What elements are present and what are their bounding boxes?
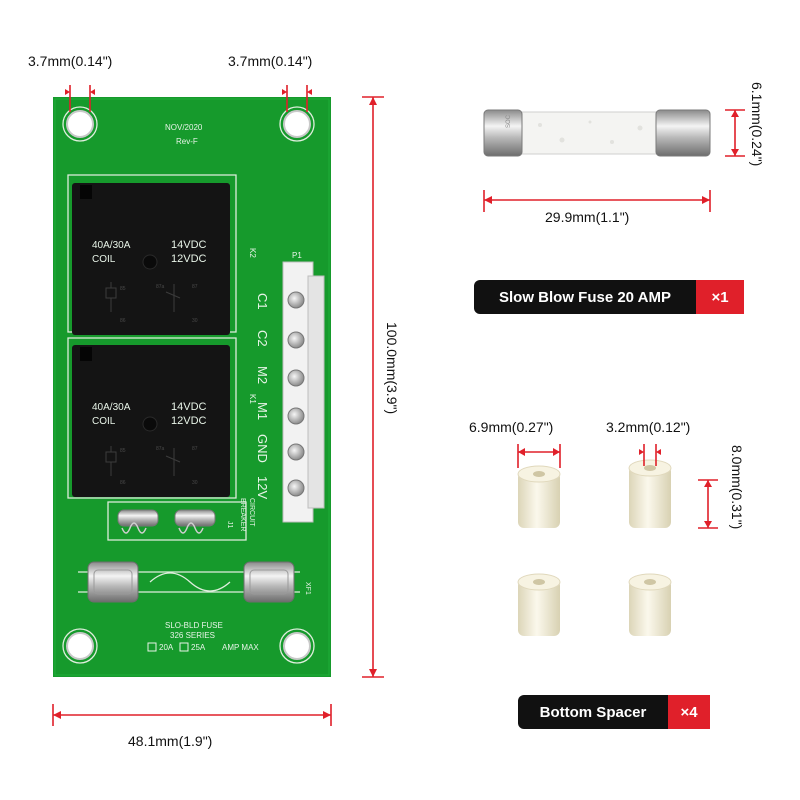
board-date: NOV/2020 [165, 123, 203, 132]
relay-pin-30: 30 [192, 318, 198, 324]
relay-pin-87: 87 [192, 284, 198, 290]
fuse-silk-label-1: SLO-BLD FUSE [165, 621, 223, 630]
dim-fuse-diameter-label: 6.1mm(0.24") [749, 82, 765, 166]
fuse-option-20a: 20A [159, 643, 174, 652]
dim-hole-left [65, 85, 95, 112]
spacer-badge-label: Bottom Spacer [518, 695, 668, 729]
relay-pin-87a: 87a [156, 284, 165, 290]
dim-hole-right-label: 3.7mm(0.14") [228, 53, 312, 69]
dim-spacer-height-label: 8.0mm(0.31") [729, 445, 745, 529]
dim-hole-right [282, 85, 312, 112]
j1-label: J1 [226, 521, 233, 529]
xf1-label: XF1 [304, 582, 311, 595]
spacer-badge: Bottom Spacer ×4 [518, 695, 710, 729]
mounting-hole [62, 106, 98, 142]
dim-spacer-height [698, 479, 718, 529]
dim-fuse-length [483, 190, 711, 212]
relay-pin-85: 85 [120, 286, 126, 292]
connector-pin [287, 443, 305, 461]
pin-label-gnd: GND [255, 434, 270, 463]
relay-pin-30: 30 [192, 480, 198, 486]
k2-label: K2 [248, 248, 257, 258]
dim-spacer-outer [517, 444, 561, 468]
dim-fuse-length-label: 29.9mm(1.1") [545, 209, 629, 225]
fuse-badge-count: ×1 [696, 280, 744, 314]
dim-board-width [52, 704, 332, 726]
pin-label-m1: M1 [255, 402, 270, 420]
relay-coil: COIL [92, 254, 116, 265]
dim-spacer-outer-label: 6.9mm(0.27") [469, 419, 553, 435]
relay-voltage-1: 14VDC [171, 239, 207, 251]
relay-voltage-2: 12VDC [171, 415, 207, 427]
relay-pin-86: 86 [120, 318, 126, 324]
circuit-breaker-j1: J1 CIRCUIT BREAKER [117, 498, 255, 534]
connector-pin [287, 407, 305, 425]
pin-label-c2: C2 [255, 330, 270, 347]
dim-board-height-label: 100.0mm(3.9") [384, 322, 400, 414]
pin-label-m2: M2 [255, 366, 270, 384]
dim-board-height [362, 96, 384, 678]
connector-pin [287, 291, 305, 309]
mounting-hole [279, 106, 315, 142]
pin-label-c1: C1 [255, 293, 270, 310]
relay-rating: 40A/30A [92, 240, 131, 251]
relay-pin-85: 85 [120, 448, 126, 454]
spacer [517, 465, 561, 528]
connector-p1: P1 [282, 251, 325, 523]
relay-board: NOV/2020 Rev-F K2 K1 40A/30A COIL 14VDC … [53, 97, 331, 677]
fuse-badge: Slow Blow Fuse 20 AMP ×1 [474, 280, 744, 314]
connector-pin [287, 479, 305, 497]
fuse-cap-marking: SOC [506, 114, 512, 128]
glass-fuse: SOC [483, 109, 711, 157]
fuse-holder-xf1: XF1 [78, 561, 311, 603]
dim-board-width-label: 48.1mm(1.9") [128, 733, 212, 749]
dim-fuse-diameter [725, 109, 745, 157]
breaker-label-2: BREAKER [239, 498, 246, 531]
k1-label: K1 [248, 394, 257, 404]
relay-k2: 40A/30A COIL 14VDC 12VDC 85 87a 87 86 30 [72, 183, 230, 335]
relay-pin-87: 87 [192, 446, 198, 452]
relay-voltage-2: 12VDC [171, 253, 207, 265]
spacer [628, 573, 672, 636]
relay-pin-87a: 87a [156, 446, 165, 452]
mounting-hole [279, 628, 315, 664]
relay-rating: 40A/30A [92, 402, 131, 413]
fuse-silk-label-2: 326 SERIES [170, 631, 215, 640]
board-revision: Rev-F [176, 137, 198, 146]
relay-coil: COIL [92, 416, 116, 427]
relay-k1: 40A/30A COIL 14VDC 12VDC 85 87a 87 86 30 [72, 345, 230, 497]
relay-voltage-1: 14VDC [171, 401, 207, 413]
connector-pin [287, 369, 305, 387]
breaker-label-1: CIRCUIT [248, 498, 255, 527]
relay-pin-86: 86 [120, 480, 126, 486]
fuse-badge-label: Slow Blow Fuse 20 AMP [474, 280, 696, 314]
mounting-hole [62, 628, 98, 664]
spacer [517, 573, 561, 636]
amp-max-label: AMP MAX [222, 643, 259, 652]
dim-spacer-hole [639, 444, 661, 466]
connector-pin [287, 331, 305, 349]
spacer [628, 459, 672, 528]
spacer-badge-count: ×4 [668, 695, 710, 729]
dim-spacer-hole-label: 3.2mm(0.12") [606, 419, 690, 435]
dim-hole-left-label: 3.7mm(0.14") [28, 53, 112, 69]
p1-label: P1 [292, 251, 302, 260]
fuse-option-25a: 25A [191, 643, 206, 652]
pin-label-12v: 12V [255, 476, 270, 499]
